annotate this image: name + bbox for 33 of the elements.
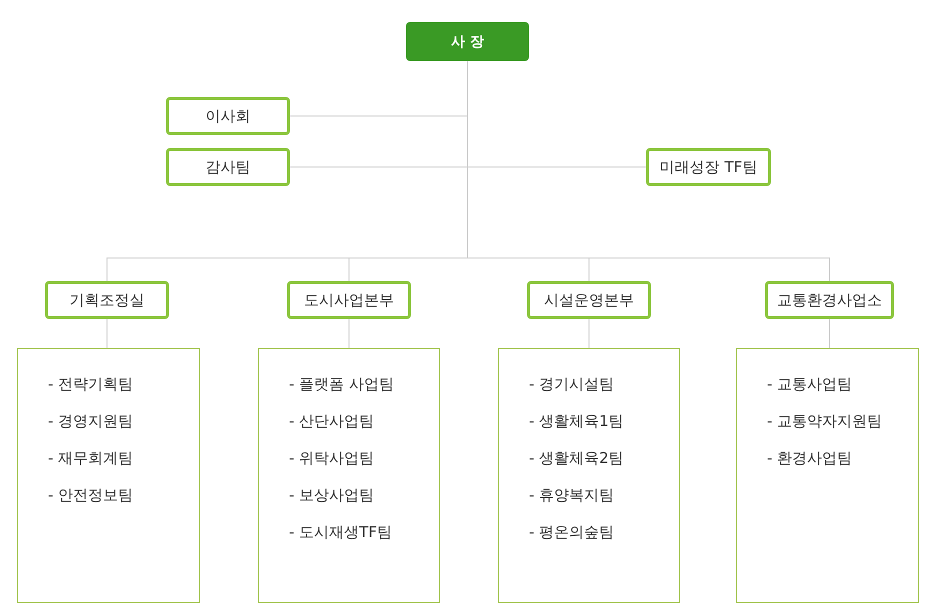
team-name: - 산단사업팀 [289, 411, 376, 432]
team-name: - 경기시설팀 [529, 374, 616, 395]
team-name: - 플랫폼 사업팀 [289, 374, 395, 395]
connector-line [348, 318, 350, 348]
unit-box: 감사팀 [166, 148, 290, 186]
connector-line [106, 318, 108, 348]
team-name: - 보상사업팀 [289, 485, 376, 506]
unit-box: 기획조정실 [45, 281, 169, 319]
team-name: - 생활체육2팀 [529, 448, 625, 469]
team-list-box [17, 348, 200, 603]
team-name: - 휴양복지팀 [529, 485, 616, 506]
team-name: - 위탁사업팀 [289, 448, 376, 469]
team-list-box [498, 348, 680, 603]
team-name: - 교통약자지원팀 [767, 411, 884, 432]
team-name: - 전략기획팀 [48, 374, 134, 395]
connector-line [829, 318, 830, 348]
unit-box: 미래성장 TF팀 [646, 148, 771, 186]
team-name: - 도시재생TF팀 [289, 522, 393, 543]
team-name: - 평온의숲팀 [529, 522, 616, 543]
team-name: - 환경사업팀 [767, 448, 854, 469]
team-name: - 교통사업팀 [767, 374, 854, 395]
head-box: 사 장 [406, 22, 529, 61]
unit-box: 이사회 [166, 97, 290, 135]
unit-box: 도시사업본부 [287, 281, 411, 319]
team-name: - 생활체육1팀 [529, 411, 625, 432]
team-list-box [258, 348, 440, 603]
unit-box: 교통환경사업소 [765, 281, 894, 319]
connector-line [588, 318, 590, 348]
team-name: - 경영지원팀 [48, 411, 134, 432]
team-name: - 안전정보팀 [48, 485, 134, 506]
team-name: - 재무회계팀 [48, 448, 134, 469]
team-list-box [736, 348, 919, 603]
unit-box: 시설운영본부 [527, 281, 651, 319]
